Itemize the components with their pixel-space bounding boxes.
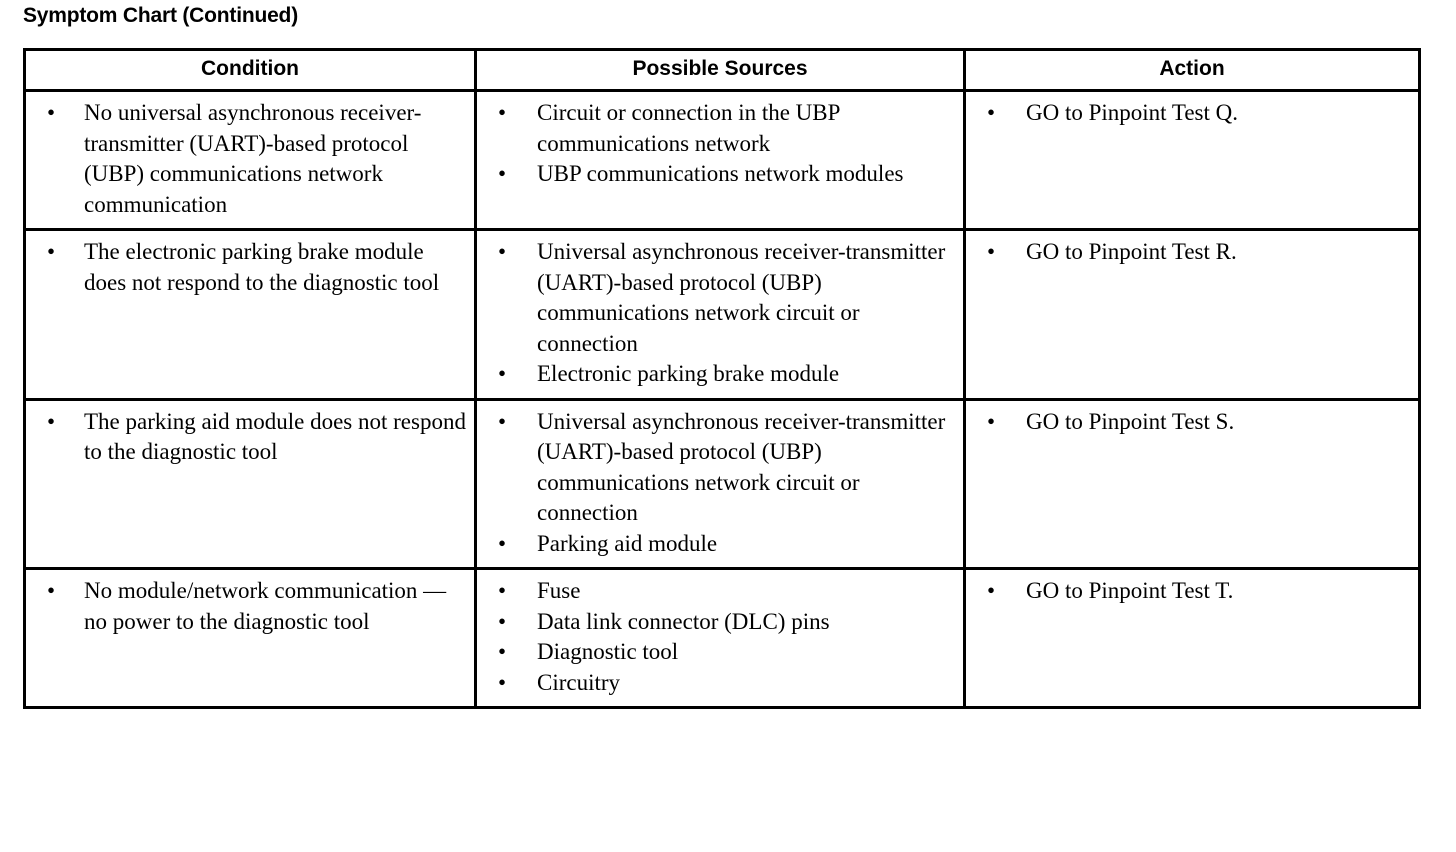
- bullet-list: • GO to Pinpoint Test R.: [970, 237, 1414, 268]
- list-item-label: GO to Pinpoint Test R.: [1026, 239, 1237, 264]
- symptom-chart-table: Condition Possible Sources Action • No un…: [23, 48, 1421, 709]
- list-item-label: Diagnostic tool: [537, 639, 679, 664]
- cell-condition: • The electronic parking brake module doe…: [24, 229, 477, 401]
- list-item-label: Universal asynchronous receiver-transmit…: [537, 239, 946, 356]
- page-title: Symptom Chart (Continued): [23, 4, 298, 27]
- list-item: • The electronic parking brake module doe…: [30, 237, 470, 298]
- list-item-label: No module/network communication — no pow…: [84, 578, 447, 634]
- list-item-label: GO to Pinpoint Test S.: [1026, 408, 1235, 434]
- list-item: • The parking aid module does not respond…: [30, 407, 470, 468]
- list-item-label: Electronic parking brake module: [537, 361, 840, 386]
- cell-condition: • The parking aid module does not respond…: [24, 399, 477, 570]
- bullet-icon: •: [498, 608, 507, 634]
- list-item: • No module/network communication — no po…: [30, 576, 470, 637]
- list-item: • Circuitry: [481, 668, 959, 699]
- list-item-label: The parking aid module does not respond …: [84, 408, 466, 465]
- cell-action: • GO to Pinpoint Test Q.: [964, 90, 1420, 231]
- bullet-list: • Circuit or connection in the UBP commun…: [481, 98, 959, 190]
- bullet-list: • Universal asynchronous receiver-transmi…: [481, 237, 959, 390]
- list-item: • Universal asynchronous receiver-transmi…: [481, 237, 959, 359]
- list-item: • Electronic parking brake module: [481, 359, 959, 390]
- cell-possible-sources: • Universal asynchronous receiver-transmi…: [475, 399, 966, 570]
- bullet-list: • No module/network communication — no po…: [30, 576, 470, 637]
- list-item-label: The electronic parking brake module does…: [84, 239, 440, 295]
- bullet-icon: •: [498, 100, 507, 125]
- list-item: • Universal asynchronous receiver-transmi…: [481, 407, 959, 529]
- cell-possible-sources: • Fuse • Data link connector (DLC) pins • Dia…: [475, 568, 966, 708]
- bullet-icon: •: [987, 239, 996, 264]
- list-item-label: Fuse: [537, 578, 581, 603]
- table-row: • No module/network communication — no po…: [24, 568, 1420, 708]
- cell-possible-sources: • Circuit or connection in the UBP commun…: [475, 90, 966, 231]
- cell-action: • GO to Pinpoint Test S.: [964, 399, 1420, 570]
- list-item: • GO to Pinpoint Test R.: [970, 237, 1414, 268]
- table-row: • The electronic parking brake module doe…: [24, 229, 1420, 401]
- list-item-label: No universal asynchronous receiver-trans…: [84, 100, 422, 217]
- table-row: • The parking aid module does not respond…: [24, 399, 1420, 570]
- bullet-icon: •: [498, 408, 507, 434]
- bullet-icon: •: [498, 669, 507, 695]
- list-item: • Fuse: [481, 576, 959, 607]
- bullet-icon: •: [498, 361, 507, 386]
- cell-action: • GO to Pinpoint Test R.: [964, 229, 1420, 401]
- bullet-list: • The electronic parking brake module doe…: [30, 237, 470, 298]
- list-item: • Circuit or connection in the UBP commun…: [481, 98, 959, 159]
- bullet-icon: •: [987, 100, 996, 125]
- cell-possible-sources: • Universal asynchronous receiver-transmi…: [475, 229, 966, 401]
- bullet-icon: •: [498, 639, 507, 664]
- bullet-list: • GO to Pinpoint Test Q.: [970, 98, 1414, 129]
- list-item: • GO to Pinpoint Test S.: [970, 407, 1414, 438]
- table-body: • No universal asynchronous receiver-tran…: [24, 90, 1420, 708]
- bullet-list: • No universal asynchronous receiver-tran…: [30, 98, 470, 220]
- bullet-list: • GO to Pinpoint Test T.: [970, 576, 1414, 607]
- list-item: • No universal asynchronous receiver-tran…: [30, 98, 470, 220]
- list-item: • Diagnostic tool: [481, 637, 959, 668]
- list-item: • GO to Pinpoint Test T.: [970, 576, 1414, 607]
- bullet-icon: •: [498, 530, 507, 556]
- bullet-icon: •: [47, 408, 56, 434]
- cell-condition: • No module/network communication — no po…: [24, 568, 477, 708]
- table-header-row: Condition Possible Sources Action: [24, 49, 1420, 92]
- list-item-label: GO to Pinpoint Test Q.: [1026, 100, 1239, 125]
- list-item-label: UBP communications network modules: [537, 161, 904, 186]
- bullet-icon: •: [498, 161, 507, 186]
- bullet-list: • Universal asynchronous receiver-transmi…: [481, 407, 959, 560]
- bullet-list: • The parking aid module does not respond…: [30, 407, 470, 468]
- list-item: • GO to Pinpoint Test Q.: [970, 98, 1414, 129]
- column-header-condition: Condition: [24, 49, 477, 92]
- cell-condition: • No universal asynchronous receiver-tran…: [24, 90, 477, 231]
- list-item-label: Data link connector (DLC) pins: [537, 608, 830, 634]
- bullet-list: • Fuse • Data link connector (DLC) pins • Dia…: [481, 576, 959, 698]
- bullet-icon: •: [987, 408, 996, 434]
- bullet-icon: •: [498, 239, 507, 264]
- list-item-label: GO to Pinpoint Test T.: [1026, 578, 1234, 603]
- bullet-list: • GO to Pinpoint Test S.: [970, 407, 1414, 438]
- list-item-label: Circuitry: [537, 669, 621, 695]
- list-item-label: Universal asynchronous receiver-transmit…: [537, 408, 946, 526]
- column-header-action: Action: [964, 49, 1420, 92]
- bullet-icon: •: [47, 578, 56, 603]
- list-item: • Parking aid module: [481, 529, 959, 560]
- bullet-icon: •: [47, 100, 56, 125]
- list-item-label: Parking aid module: [537, 530, 718, 556]
- bullet-icon: •: [987, 578, 996, 603]
- bullet-icon: •: [47, 239, 56, 264]
- table-row: • No universal asynchronous receiver-tran…: [24, 90, 1420, 231]
- list-item: • UBP communications network modules: [481, 159, 959, 190]
- column-header-possible-sources: Possible Sources: [475, 49, 966, 92]
- list-item: • Data link connector (DLC) pins: [481, 607, 959, 638]
- bullet-icon: •: [498, 578, 507, 603]
- list-item-label: Circuit or connection in the UBP communi…: [537, 100, 840, 156]
- cell-action: • GO to Pinpoint Test T.: [965, 569, 1420, 708]
